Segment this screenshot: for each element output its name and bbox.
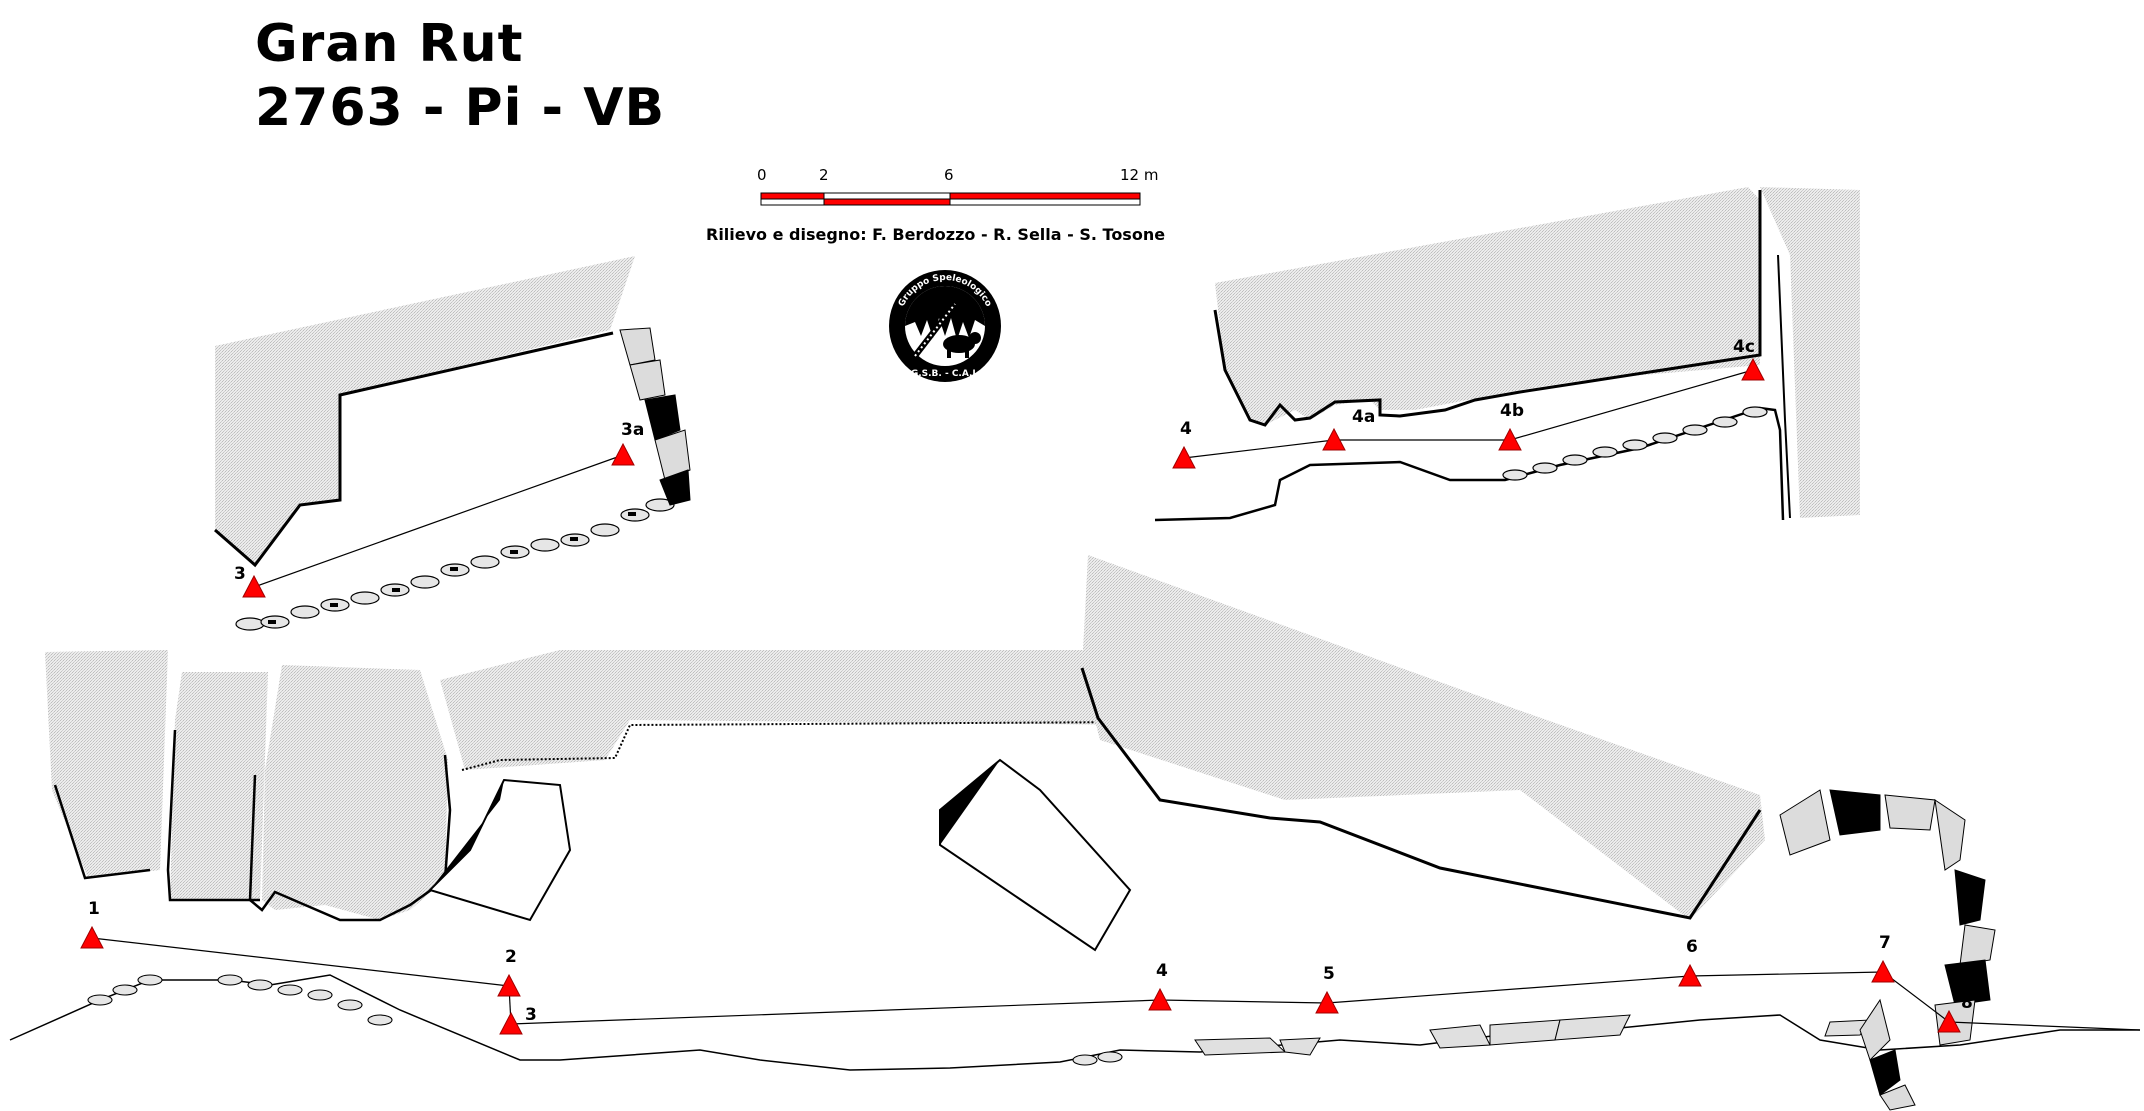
station-marker-icon <box>242 574 266 598</box>
station-marker-icon <box>1741 357 1765 381</box>
scale-tick-6: 6 <box>944 166 954 184</box>
station-marker-icon <box>80 925 104 949</box>
station-label: 7 <box>1879 933 1891 953</box>
logo-text-bottom: G.S.B. - C.A.I. <box>911 369 979 379</box>
station-label: 3a <box>621 420 644 440</box>
scale-segment-top-6-12 <box>949 192 1141 200</box>
rock-block <box>440 650 1138 770</box>
main-profile <box>9 555 2141 1111</box>
upper-left-section <box>214 256 691 631</box>
survey-credits: Rilievo e disegno: F. Berdozzo - R. Sell… <box>706 225 1166 244</box>
cadastral-code: 2763 - Pi - VB <box>255 78 666 138</box>
boulder-chain <box>87 974 1123 1066</box>
station-label: 1 <box>88 899 100 919</box>
scale-segment-top-0-2 <box>760 192 825 200</box>
scale-segment-bottom-6-12 <box>949 198 1141 206</box>
survey-leg-6-7 <box>1689 971 1884 977</box>
cave-floor <box>1154 406 1785 522</box>
station-marker-icon <box>1148 987 1172 1011</box>
station-label: 2 <box>505 947 517 967</box>
survey-leg-8-end <box>1948 1021 2141 1031</box>
station-marker-icon <box>499 1011 523 1035</box>
survey-leg-1-2 <box>91 937 510 987</box>
station-marker-icon <box>1322 427 1346 451</box>
station-marker-icon <box>1315 990 1339 1014</box>
cave-floor <box>9 974 2140 1071</box>
station-label: 8 <box>1961 993 1973 1013</box>
upper-right-section <box>1154 187 1860 522</box>
scale-segment-bottom-2-6 <box>823 198 951 206</box>
cave-name-title: Gran Rut <box>255 14 524 74</box>
fallen-block <box>428 778 572 922</box>
scale-tick-2: 2 <box>819 166 829 184</box>
station-label: 4b <box>1500 401 1524 421</box>
rock-block <box>262 665 448 920</box>
survey-leg <box>1183 439 1335 459</box>
station-label: 4a <box>1352 407 1375 427</box>
boulder-chain <box>1502 406 1768 481</box>
rock-mass <box>1082 555 1765 920</box>
station-marker-icon <box>1498 427 1522 451</box>
breakdown-lower <box>1859 998 1916 1111</box>
station-label: 4 <box>1156 961 1168 981</box>
cave-wall-right <box>1777 254 1791 519</box>
survey-leg-5-6 <box>1326 975 1691 1004</box>
station-label: 4 <box>1180 419 1192 439</box>
station-marker-icon <box>1871 959 1895 983</box>
cave-wall-upper <box>1213 190 1762 427</box>
scale-segment-top-2-6 <box>823 192 951 200</box>
survey-leg-4-5 <box>1159 999 1328 1004</box>
survey-leg <box>253 454 624 588</box>
station-label: 5 <box>1323 964 1335 984</box>
rock-mass <box>215 256 635 565</box>
breakdown-column <box>1779 789 1996 1046</box>
station-marker-icon <box>1172 445 1196 469</box>
breakdown-column <box>619 327 691 506</box>
station-label: 6 <box>1686 937 1698 957</box>
rock-block <box>45 650 168 878</box>
survey-leg-7-8 <box>1882 971 1950 1023</box>
scale-tick-0: 0 <box>757 166 767 184</box>
station-label: 3 <box>525 1005 537 1025</box>
station-marker-icon <box>497 973 521 997</box>
boulder-chain <box>235 498 675 631</box>
station-label: 4c <box>1733 337 1755 357</box>
scale-segment-bottom-0-2 <box>760 198 825 206</box>
survey-leg-3-4 <box>510 999 1161 1025</box>
floor-blocks <box>1194 1014 1871 1056</box>
cave-wall <box>214 331 614 568</box>
survey-stations: 3 3a 4 4a 4b 4c 1 2 3 4 5 6 7 8 <box>80 337 1973 1035</box>
station-marker-icon <box>1678 963 1702 987</box>
cave-wall <box>1080 667 1762 920</box>
survey-leg <box>1509 369 1754 441</box>
rock-mass <box>1215 187 1760 425</box>
station-marker-icon <box>611 442 635 466</box>
station-label: 3 <box>234 564 246 584</box>
club-logo: Gruppo Speleologico G.S.B. - C.A.I. <box>889 270 1001 382</box>
rock-block <box>170 672 268 900</box>
scale-tick-12: 12 m <box>1120 166 1159 184</box>
station-marker-icon <box>1937 1009 1961 1033</box>
scale-bar <box>760 192 1141 206</box>
rock-mass-right <box>1760 187 1860 518</box>
